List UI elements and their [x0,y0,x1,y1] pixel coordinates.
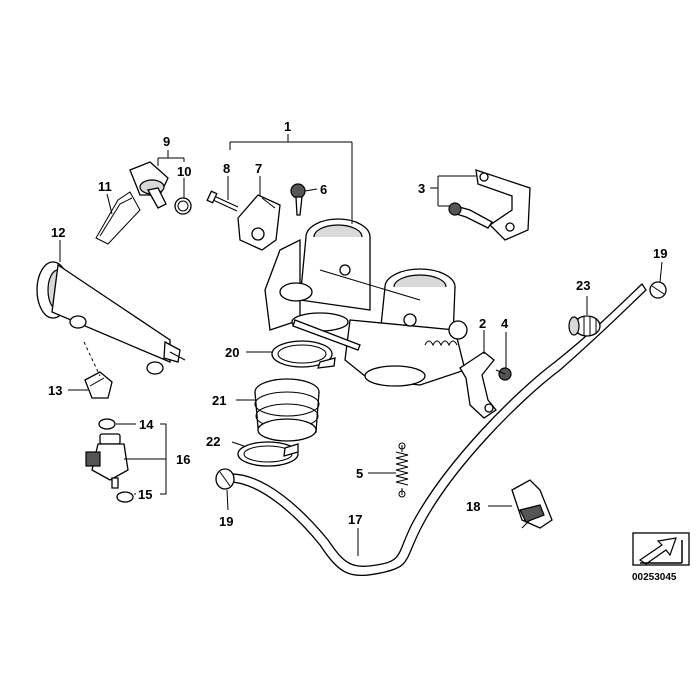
callout-4: 4 [501,316,509,331]
spring-5 [395,442,409,498]
callout-16: 16 [176,452,190,467]
screw-8 [206,190,239,212]
callout-20: 20 [225,345,239,360]
throttle-sensor-7 [237,194,281,251]
clip-13 [84,371,113,399]
bracket-2 [459,351,497,419]
callout-8: 8 [223,161,230,176]
callout-15: 15 [138,487,152,502]
hose-clamp-19-right [649,281,667,299]
bracket-3 [448,169,531,241]
hose-clamp-19-left [215,468,235,490]
callout-21: 21 [212,393,226,408]
callout-5: 5 [356,466,363,481]
sensor-9 [129,161,169,209]
o-ring-14 [98,418,116,430]
hose-17 [225,282,647,577]
callout-17: 17 [348,512,362,527]
callout-1: 1 [284,119,291,134]
bolt-4 [495,367,512,381]
bolt-6 [290,183,306,216]
callout-6: 6 [320,182,327,197]
callout-3: 3 [418,181,425,196]
callout-10: 10 [177,164,191,179]
callout-11: 11 [98,179,112,194]
callout-19-right: 19 [653,246,667,261]
injector-16 [85,433,129,489]
part-23 [568,315,601,337]
callout-22: 22 [206,434,220,449]
callout-18: 18 [466,499,480,514]
intake-boot-21 [254,378,320,442]
clamp-20 [271,340,336,369]
o-ring-15 [116,491,134,503]
callout-7: 7 [255,161,262,176]
holder-18 [511,479,553,529]
callout-12: 12 [51,225,65,240]
callout-14: 14 [139,417,154,432]
leader-lines [59,134,663,556]
fuel-rail-12 [36,261,186,375]
clamp-22 [237,441,299,467]
callout-13: 13 [48,383,62,398]
diagram-code: 00253045 [632,572,677,583]
clip-11 [95,191,141,245]
corner-reference-icon [632,532,690,566]
callout-2: 2 [479,316,486,331]
callout-labels: 1 2 3 4 5 6 7 8 9 10 11 12 13 14 15 16 1… [48,119,667,529]
callout-19-left: 19 [219,514,233,529]
callout-23: 23 [576,278,590,293]
callout-9: 9 [163,134,170,149]
throttle-body-assembly [264,218,468,387]
o-ring-10 [174,197,192,215]
